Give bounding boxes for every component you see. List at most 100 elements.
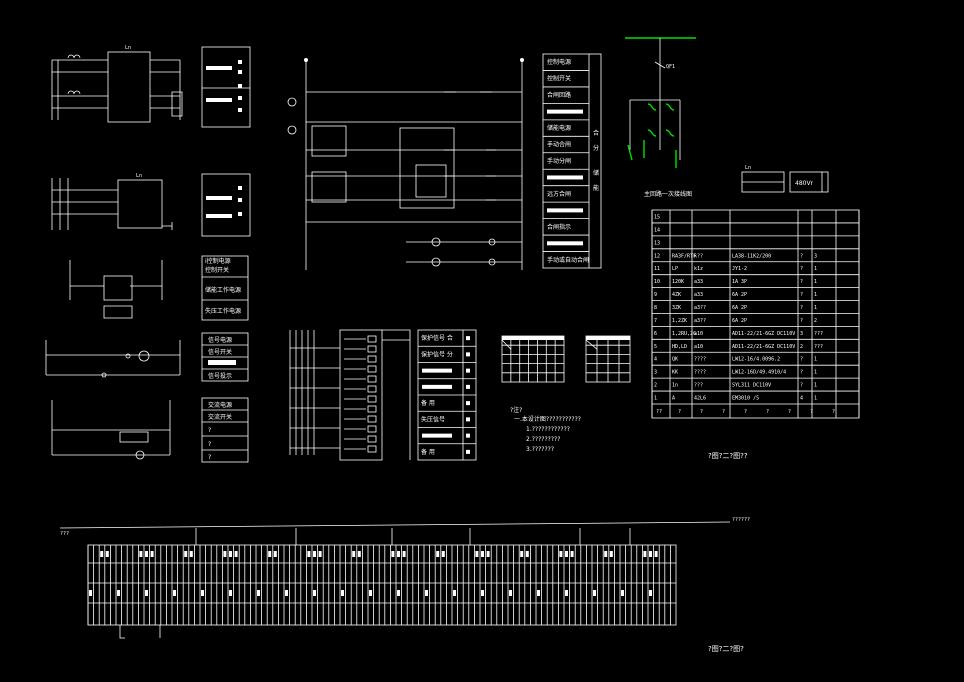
- bom-cell: 1: [814, 383, 817, 389]
- signal-row: 保护信号 合: [421, 334, 453, 342]
- function-side-2: 储: [593, 169, 599, 177]
- terminal-mark: [565, 590, 568, 596]
- terminal-mark: [593, 590, 596, 596]
- terminal-mark: [654, 551, 658, 557]
- bom-cell: 1: [814, 292, 817, 298]
- bom-cell: ?: [800, 266, 803, 272]
- terminal-mark: [357, 551, 361, 557]
- bom-cell: 1: [814, 396, 817, 402]
- bom-cell: 5: [654, 344, 657, 350]
- terminal-mark: [307, 551, 311, 557]
- busbar-label: QF1: [666, 64, 675, 70]
- terminal-right-label: ??????: [732, 517, 750, 523]
- bom-footer-cell: ?: [766, 409, 769, 415]
- bom-cell: 4ZK: [672, 292, 681, 298]
- terminal-mark: [481, 551, 484, 557]
- bom-cell: AD11-22/21-6GZ DC110V: [732, 331, 795, 337]
- bom-cell: LA38-11K2/200: [732, 253, 771, 259]
- signal-row-bar: [422, 433, 452, 438]
- terminal-mark: [604, 551, 608, 557]
- indicator-panel-2: [201, 173, 251, 237]
- bom-cell: LW12-16D/49.4910/4: [732, 370, 786, 376]
- truth-table-1: [501, 335, 565, 383]
- notes-line-1: 1.????????????: [526, 426, 570, 433]
- signal-row: 保护信号 分: [421, 350, 453, 358]
- bom-cell: 9: [654, 292, 657, 298]
- legend-b-row-1: 信号开关: [208, 348, 232, 356]
- signal-indicator: [466, 352, 470, 357]
- terminal-mark: [229, 551, 232, 557]
- bom-cell: 2: [800, 344, 803, 350]
- terminal-mark: [201, 590, 204, 596]
- function-row: 储能电源: [547, 124, 571, 132]
- notes-line-3: 3.???????: [526, 446, 554, 453]
- contact-mark: [367, 435, 377, 443]
- function-row: 合闸指示: [547, 223, 571, 231]
- bom-cell: RA3F/RTF: [672, 253, 696, 259]
- legend-c-row-3: ?: [208, 441, 211, 448]
- function-row: 合闸回路: [547, 91, 571, 99]
- terminal-mark: [117, 590, 120, 596]
- bom-cell: 7: [654, 318, 657, 324]
- notes-title: ?注?: [510, 406, 522, 414]
- terminal-mark: [234, 551, 238, 557]
- bom-cell: 1: [814, 357, 817, 363]
- contact-mark: [367, 385, 377, 393]
- terminal-mark: [570, 551, 574, 557]
- signal-circuit: [45, 340, 181, 378]
- bom-cell: 1: [814, 266, 817, 272]
- terminal-mark: [509, 590, 512, 596]
- contact-mark: [367, 355, 377, 363]
- bom-cell: ???: [694, 383, 703, 389]
- bom-cell: 6: [654, 331, 657, 337]
- busbar-caption: 主回路一次接线图: [644, 190, 692, 198]
- terminal-mark: [453, 590, 456, 596]
- terminal-mark: [621, 590, 624, 596]
- terminal-mark: [369, 590, 372, 596]
- terminal-mark: [391, 551, 395, 557]
- contact-mark: [367, 345, 377, 353]
- contact-mark: [367, 365, 377, 373]
- function-row-bar: [547, 208, 583, 213]
- contact-mark: [367, 445, 377, 453]
- contact-mark: [367, 415, 377, 423]
- bom-cell: 120K: [672, 279, 684, 285]
- contact-mark: [367, 375, 377, 383]
- bom-cell: 6A 2P: [732, 318, 747, 324]
- bom-cell: 1n: [672, 383, 678, 389]
- bom-cell: ?: [800, 370, 803, 376]
- metering-circuit-2: Ln: [51, 173, 173, 230]
- terminal-mark: [313, 551, 316, 557]
- legend-a-row-1: 控制开关: [205, 266, 229, 274]
- bom-cell: ?: [800, 357, 803, 363]
- bom-cell: ????: [694, 370, 706, 376]
- bom-cell: AD11-22/21-6GZ DC110V: [732, 344, 795, 350]
- bom-cell: 11: [654, 266, 660, 272]
- indicator-panel-1: [201, 46, 251, 128]
- legend-a-row-3: 失压工作电源: [205, 307, 241, 315]
- terminal-mark: [318, 551, 322, 557]
- function-list-panel: 控制电源控制开关合闸回路储能电源手动合闸手动分闸远方合闸合闸指示手动或自动合闸 …: [542, 53, 602, 269]
- bom-cell: 4: [800, 396, 803, 402]
- top-right-panel: Ln 480Vr: [741, 165, 829, 193]
- terminal-mark: [520, 551, 524, 557]
- bom-cell: ???: [814, 344, 823, 350]
- terminal-mark: [649, 551, 652, 557]
- bom-cell: 1: [654, 396, 657, 402]
- function-row-bar: [547, 175, 583, 180]
- bom-cell: 2: [654, 383, 657, 389]
- signal-indicator: [466, 417, 470, 422]
- terminal-mark: [145, 551, 148, 557]
- terminal-mark: [425, 590, 428, 596]
- legend-b-row-3: 信号投示: [208, 372, 232, 380]
- truth-table-2: [585, 335, 631, 383]
- terminal-mark: [150, 551, 154, 557]
- terminal-mark: [643, 551, 647, 557]
- bom-cell: 1A 3P: [732, 279, 747, 285]
- bom-cell: 8: [654, 305, 657, 311]
- bom-cell: HD,LD: [672, 344, 687, 350]
- signal-indicator: [466, 368, 470, 373]
- function-row-bar: [547, 241, 583, 246]
- legend-c-row-4: ?: [208, 454, 211, 461]
